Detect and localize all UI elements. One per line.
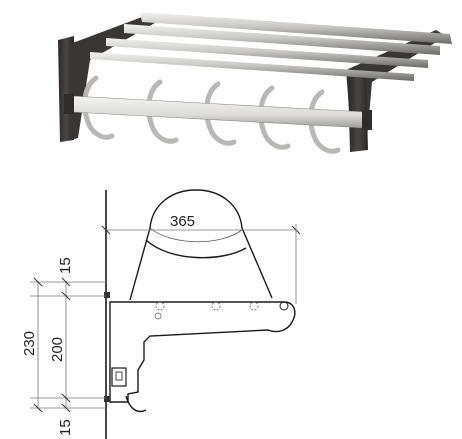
shelf-inner-arc	[145, 239, 247, 259]
hook-bar-section-inner	[115, 371, 123, 381]
hook-5	[308, 89, 341, 154]
hook-spacing-label: 200	[49, 337, 66, 362]
hook-bar-end-left	[64, 94, 74, 114]
bracket-arm	[109, 301, 296, 403]
tick-overall-top	[33, 277, 43, 287]
rail-section-3	[249, 301, 259, 311]
hook-2	[146, 79, 179, 144]
hook-1	[82, 75, 115, 140]
rail-2	[124, 24, 440, 55]
rail-3	[106, 38, 428, 68]
hook-bar-end-right	[362, 110, 372, 130]
shelf-inner-arc-2	[149, 227, 243, 243]
overall-height-label: 230	[21, 331, 38, 356]
bottom-screw	[104, 396, 110, 402]
shelf-tube-front	[279, 301, 289, 311]
top-offset-label: 15	[57, 257, 74, 274]
rail-section-1	[155, 301, 165, 311]
hook-bar-section	[111, 367, 127, 387]
depth-dim-tick-left	[101, 225, 111, 235]
depth-label: 365	[170, 213, 195, 230]
hook-bar	[71, 95, 367, 129]
product-render	[58, 12, 452, 154]
shelf-profile	[129, 189, 273, 301]
tick-overall-bottom	[33, 403, 43, 413]
rail-section-4	[154, 312, 162, 320]
rail-section-2	[211, 301, 221, 311]
hook-profile	[125, 395, 147, 413]
rail-4	[90, 52, 414, 81]
hook-3	[204, 81, 237, 146]
top-screw	[104, 292, 110, 298]
tick-inner-bottom	[61, 393, 71, 403]
tick-offset-bottom	[61, 403, 71, 413]
tick-offset-top	[61, 277, 71, 287]
technical-drawing: 365 15 230 200 15	[21, 189, 301, 439]
bottom-offset-label: 15	[57, 419, 74, 436]
hook-4	[258, 85, 291, 150]
left-arm	[70, 14, 160, 140]
hooks	[82, 75, 341, 154]
rail-1	[140, 12, 452, 44]
tick-inner-top	[61, 291, 71, 301]
